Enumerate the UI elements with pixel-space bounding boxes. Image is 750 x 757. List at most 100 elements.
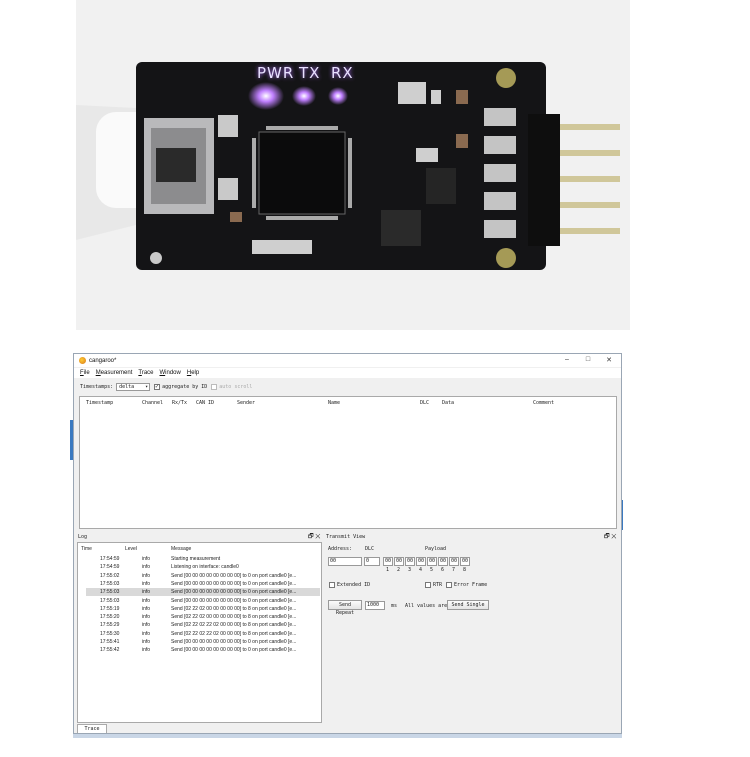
log-panel[interactable]: Time Level Message 17:54:59 info Starting … — [77, 542, 322, 723]
trace-table[interactable]: Timestamp Channel Rx/Tx CAN ID Sender Na… — [79, 396, 617, 529]
payload-byte-input[interactable]: 00 — [405, 557, 415, 566]
maximize-button[interactable]: □ — [585, 356, 591, 363]
payload-byte-input[interactable]: 00 — [394, 557, 404, 566]
app-window: cangaroo* – □ ✕ File Measurement Trace W… — [73, 353, 622, 734]
log-message: Send [00 00 00 00 00 00 00 00] to 0 on p… — [171, 639, 297, 645]
error-frame-label: Error Frame — [454, 582, 488, 588]
repeat-interval-spinbox[interactable]: 1000 — [365, 601, 385, 610]
menu-mnemonic: T — [138, 370, 142, 376]
menu-bar: File Measurement Trace Window Help — [74, 368, 621, 378]
col-sender[interactable]: Sender — [237, 400, 256, 406]
payload-byte-input[interactable]: 00 — [383, 557, 393, 566]
payload-byte-index: 2 — [397, 567, 401, 573]
log-message: Send [00 00 00 00 00 00 00 00] to 0 on p… — [171, 589, 297, 596]
col-rxtx[interactable]: Rx/Tx — [172, 400, 188, 406]
payload-byte-input[interactable]: 00 — [449, 557, 459, 566]
timestamps-value: delta — [119, 383, 135, 390]
minimize-button[interactable]: – — [565, 356, 569, 363]
error-frame-checkbox[interactable] — [446, 582, 452, 588]
col-timestamp[interactable]: Timestamp — [86, 400, 114, 406]
timestamps-label: Timestamps: — [80, 383, 114, 390]
tab-trace[interactable]: Trace — [77, 724, 107, 733]
log-col-message[interactable]: Message — [171, 546, 192, 552]
address-input[interactable]: 00 — [328, 557, 362, 566]
dlc-spinbox[interactable]: 0 — [364, 557, 380, 566]
log-level: info — [142, 556, 151, 562]
log-time: 17:55:20 — [100, 614, 120, 621]
timestamps-select[interactable]: delta ▾ — [116, 382, 151, 391]
payload-label: Payload — [425, 546, 447, 552]
menu-mnemonic: F — [80, 370, 84, 376]
autoscroll-label: auto scroll — [219, 383, 253, 390]
menu-measurement[interactable]: Measurement — [96, 370, 133, 376]
col-comment[interactable]: Comment — [533, 400, 555, 406]
transmit-dock-buttons[interactable]: 🗗 ✕ — [604, 534, 617, 540]
log-level: info — [142, 605, 151, 612]
board-illustration — [76, 62, 620, 270]
log-level: info — [142, 639, 151, 645]
log-level: info — [142, 589, 151, 596]
payload-byte-input[interactable]: 00 — [427, 557, 437, 566]
extended-id-checkbox[interactable] — [329, 582, 335, 588]
menu-file[interactable]: File — [80, 370, 90, 376]
menu-trace[interactable]: Trace — [138, 370, 153, 376]
dlc-label: DLC — [365, 546, 375, 552]
log-dock-buttons[interactable]: 🗗 ✕ — [308, 534, 321, 540]
send-repeat-button[interactable]: Send Repeat — [328, 600, 362, 616]
log-message: Send [02 22 02 22 02 00 00 00] to 8 on p… — [171, 630, 297, 637]
menu-help[interactable]: Help — [187, 370, 199, 376]
log-col-time[interactable]: Time — [81, 546, 92, 552]
log-header: Time Level Message — [78, 545, 321, 553]
payload-byte-index: 8 — [463, 567, 467, 573]
send-single-button[interactable]: Send Single — [447, 600, 489, 610]
log-col-level[interactable]: Level — [125, 546, 137, 552]
col-can-id[interactable]: CAN ID — [196, 400, 215, 406]
log-message: Send [00 00 00 00 00 00 00 00] to 0 on p… — [171, 580, 297, 587]
title-bar[interactable]: cangaroo* – □ ✕ — [74, 354, 621, 367]
payload-byte-index: 3 — [408, 567, 412, 573]
log-time: 17:55:42 — [100, 647, 120, 654]
payload-byte-index: 4 — [419, 567, 423, 573]
log-time: 17:55:03 — [100, 589, 120, 596]
menu-label: indow — [165, 370, 181, 376]
log-row[interactable]: 17:55:03 info Send [00 00 00 00 00 00 00 0… — [86, 588, 320, 597]
log-message: Send [02 22 02 00 00 00 00 00] to 8 on p… — [171, 614, 297, 621]
menu-label: race — [141, 370, 154, 376]
log-time: 17:55:29 — [100, 622, 120, 629]
aggregate-checkbox[interactable] — [154, 383, 161, 390]
payload-byte-index: 5 — [430, 567, 434, 573]
taskbar-edge — [73, 734, 622, 738]
payload-byte-input[interactable]: 00 — [416, 557, 426, 566]
col-data[interactable]: Data — [442, 400, 455, 406]
board-photo: PWR TX RX — [76, 0, 630, 330]
log-time: 17:54:59 — [100, 556, 120, 562]
window-title: cangaroo* — [89, 357, 117, 364]
ms-label: ms — [391, 603, 398, 609]
close-button[interactable]: ✕ — [606, 357, 612, 364]
rtr-checkbox[interactable] — [425, 582, 431, 588]
log-row[interactable]: 17:54:59 info Starting measurement — [86, 555, 320, 563]
col-channel[interactable]: Channel — [142, 400, 164, 406]
autoscroll-checkbox[interactable] — [211, 383, 218, 390]
log-time: 17:55:03 — [100, 597, 120, 604]
menu-window[interactable]: Window — [160, 370, 181, 376]
payload-byte-input[interactable]: 00 — [460, 557, 470, 566]
col-dlc[interactable]: DLC — [420, 400, 430, 406]
log-level: info — [142, 630, 151, 637]
payload-byte-input[interactable]: 00 — [438, 557, 448, 566]
payload-byte-index: 6 — [441, 567, 445, 573]
rx-label: RX — [331, 64, 354, 82]
log-message: Starting measurement — [171, 556, 221, 562]
payload-byte-index: 1 — [386, 567, 390, 573]
col-name[interactable]: Name — [328, 400, 341, 406]
